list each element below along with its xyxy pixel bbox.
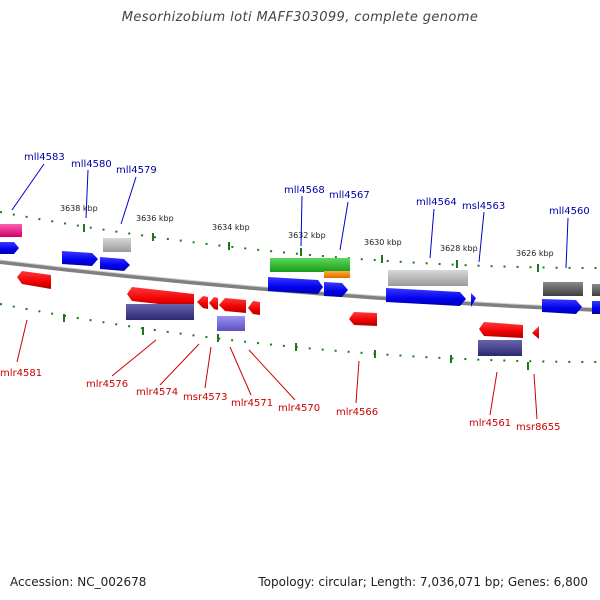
gene-left-edge-arrow[interactable]	[0, 242, 19, 254]
gene-mlr4571-violet-block[interactable]	[217, 316, 245, 331]
ruler-label-3626: 3626 kbp	[516, 249, 554, 258]
ruler-label-3628: 3628 kbp	[440, 244, 478, 253]
inner-ruler-ticks	[63, 314, 529, 370]
gene-mll4568-green-block[interactable]	[270, 258, 350, 272]
forward-label-leaders	[11, 163, 569, 269]
gene-msl4563-arrow[interactable]	[471, 293, 476, 307]
gene-label-mll4580[interactable]: mll4580	[71, 159, 112, 170]
gene-label-mlr4570[interactable]: mlr4570	[278, 403, 320, 414]
reverse-strand-genes	[17, 271, 539, 356]
ruler-label-3632: 3632 kbp	[288, 231, 326, 240]
ruler-label-3638: 3638 kbp	[60, 204, 98, 213]
gene-label-mlr4576[interactable]: mlr4576	[86, 379, 128, 390]
gene-mlr4576-arrow[interactable]	[127, 287, 194, 308]
gene-label-mll4568[interactable]: mll4568	[284, 185, 325, 196]
ruler-label-3636: 3636 kbp	[136, 214, 174, 223]
gene-mll4564-gray-block[interactable]	[388, 270, 468, 286]
gene-label-mll4567[interactable]: mll4567	[329, 190, 370, 201]
gene-label-msr8655[interactable]: msr8655	[516, 422, 561, 433]
gene-mll4560-arrow[interactable]	[542, 299, 582, 314]
gene-msr4573-arrow[interactable]	[209, 297, 218, 310]
accession-text: Accession: NC_002678	[10, 575, 147, 589]
gene-label-mll4560[interactable]: mll4560	[549, 206, 590, 217]
gene-label-mlr4571[interactable]: mlr4571	[231, 398, 273, 409]
gene-mll4579-arrow[interactable]	[100, 257, 130, 271]
gene-label-msl4563[interactable]: msl4563	[462, 201, 505, 212]
gene-label-mlr4581[interactable]: mlr4581	[0, 368, 42, 379]
forward-strand-genes	[0, 224, 600, 314]
gene-mlr4570-arrow[interactable]	[248, 301, 260, 315]
gene-label-mlr4574[interactable]: mlr4574	[136, 387, 178, 398]
gene-mlr4561-arrow[interactable]	[479, 322, 523, 338]
gene-mll4583-block[interactable]	[0, 224, 22, 237]
gene-mll4564-arrow[interactable]	[386, 288, 466, 306]
gene-mlr4571-arrow[interactable]	[219, 298, 246, 313]
gene-mll4567-orange-block[interactable]	[324, 271, 350, 278]
ruler-ticks	[83, 224, 539, 272]
genome-stats-text: Topology: circular; Length: 7,036,071 bp…	[258, 575, 588, 589]
gene-mll4567-arrow[interactable]	[324, 282, 348, 297]
gene-mlr4576-navy-block[interactable]	[126, 304, 194, 320]
gene-mlr4561-navy-block[interactable]	[478, 340, 522, 356]
gene-label-msr4573[interactable]: msr4573	[183, 392, 228, 403]
gene-label-mll4579[interactable]: mll4579	[116, 165, 157, 176]
gene-label-mlr4566[interactable]: mlr4566	[336, 407, 378, 418]
gene-label-mll4583[interactable]: mll4583	[24, 152, 65, 163]
gene-edge-dark-block[interactable]	[592, 284, 600, 296]
gene-mlr4566-arrow[interactable]	[349, 312, 377, 326]
gene-label-mll4564[interactable]: mll4564	[416, 197, 457, 208]
genome-title: Mesorhizobium loti MAFF303099, complete …	[121, 10, 479, 25]
gene-mlr4574-arrow[interactable]	[197, 296, 208, 309]
reverse-label-leaders	[16, 319, 538, 420]
ruler-label-3630: 3630 kbp	[364, 238, 402, 247]
gene-edge-blue-block[interactable]	[592, 301, 600, 314]
gene-label-mlr4561[interactable]: mlr4561	[469, 418, 511, 429]
gene-mll4579-gray-block[interactable]	[103, 238, 131, 252]
gene-mlr4581-arrow[interactable]	[17, 271, 51, 289]
gene-mll4568-arrow[interactable]	[268, 277, 323, 294]
gene-mll4580-arrow[interactable]	[62, 251, 98, 266]
ruler-label-3634: 3634 kbp	[212, 223, 250, 232]
gene-msr8655-arrow[interactable]	[532, 326, 539, 339]
gene-mll4560-dark-block[interactable]	[543, 282, 583, 296]
